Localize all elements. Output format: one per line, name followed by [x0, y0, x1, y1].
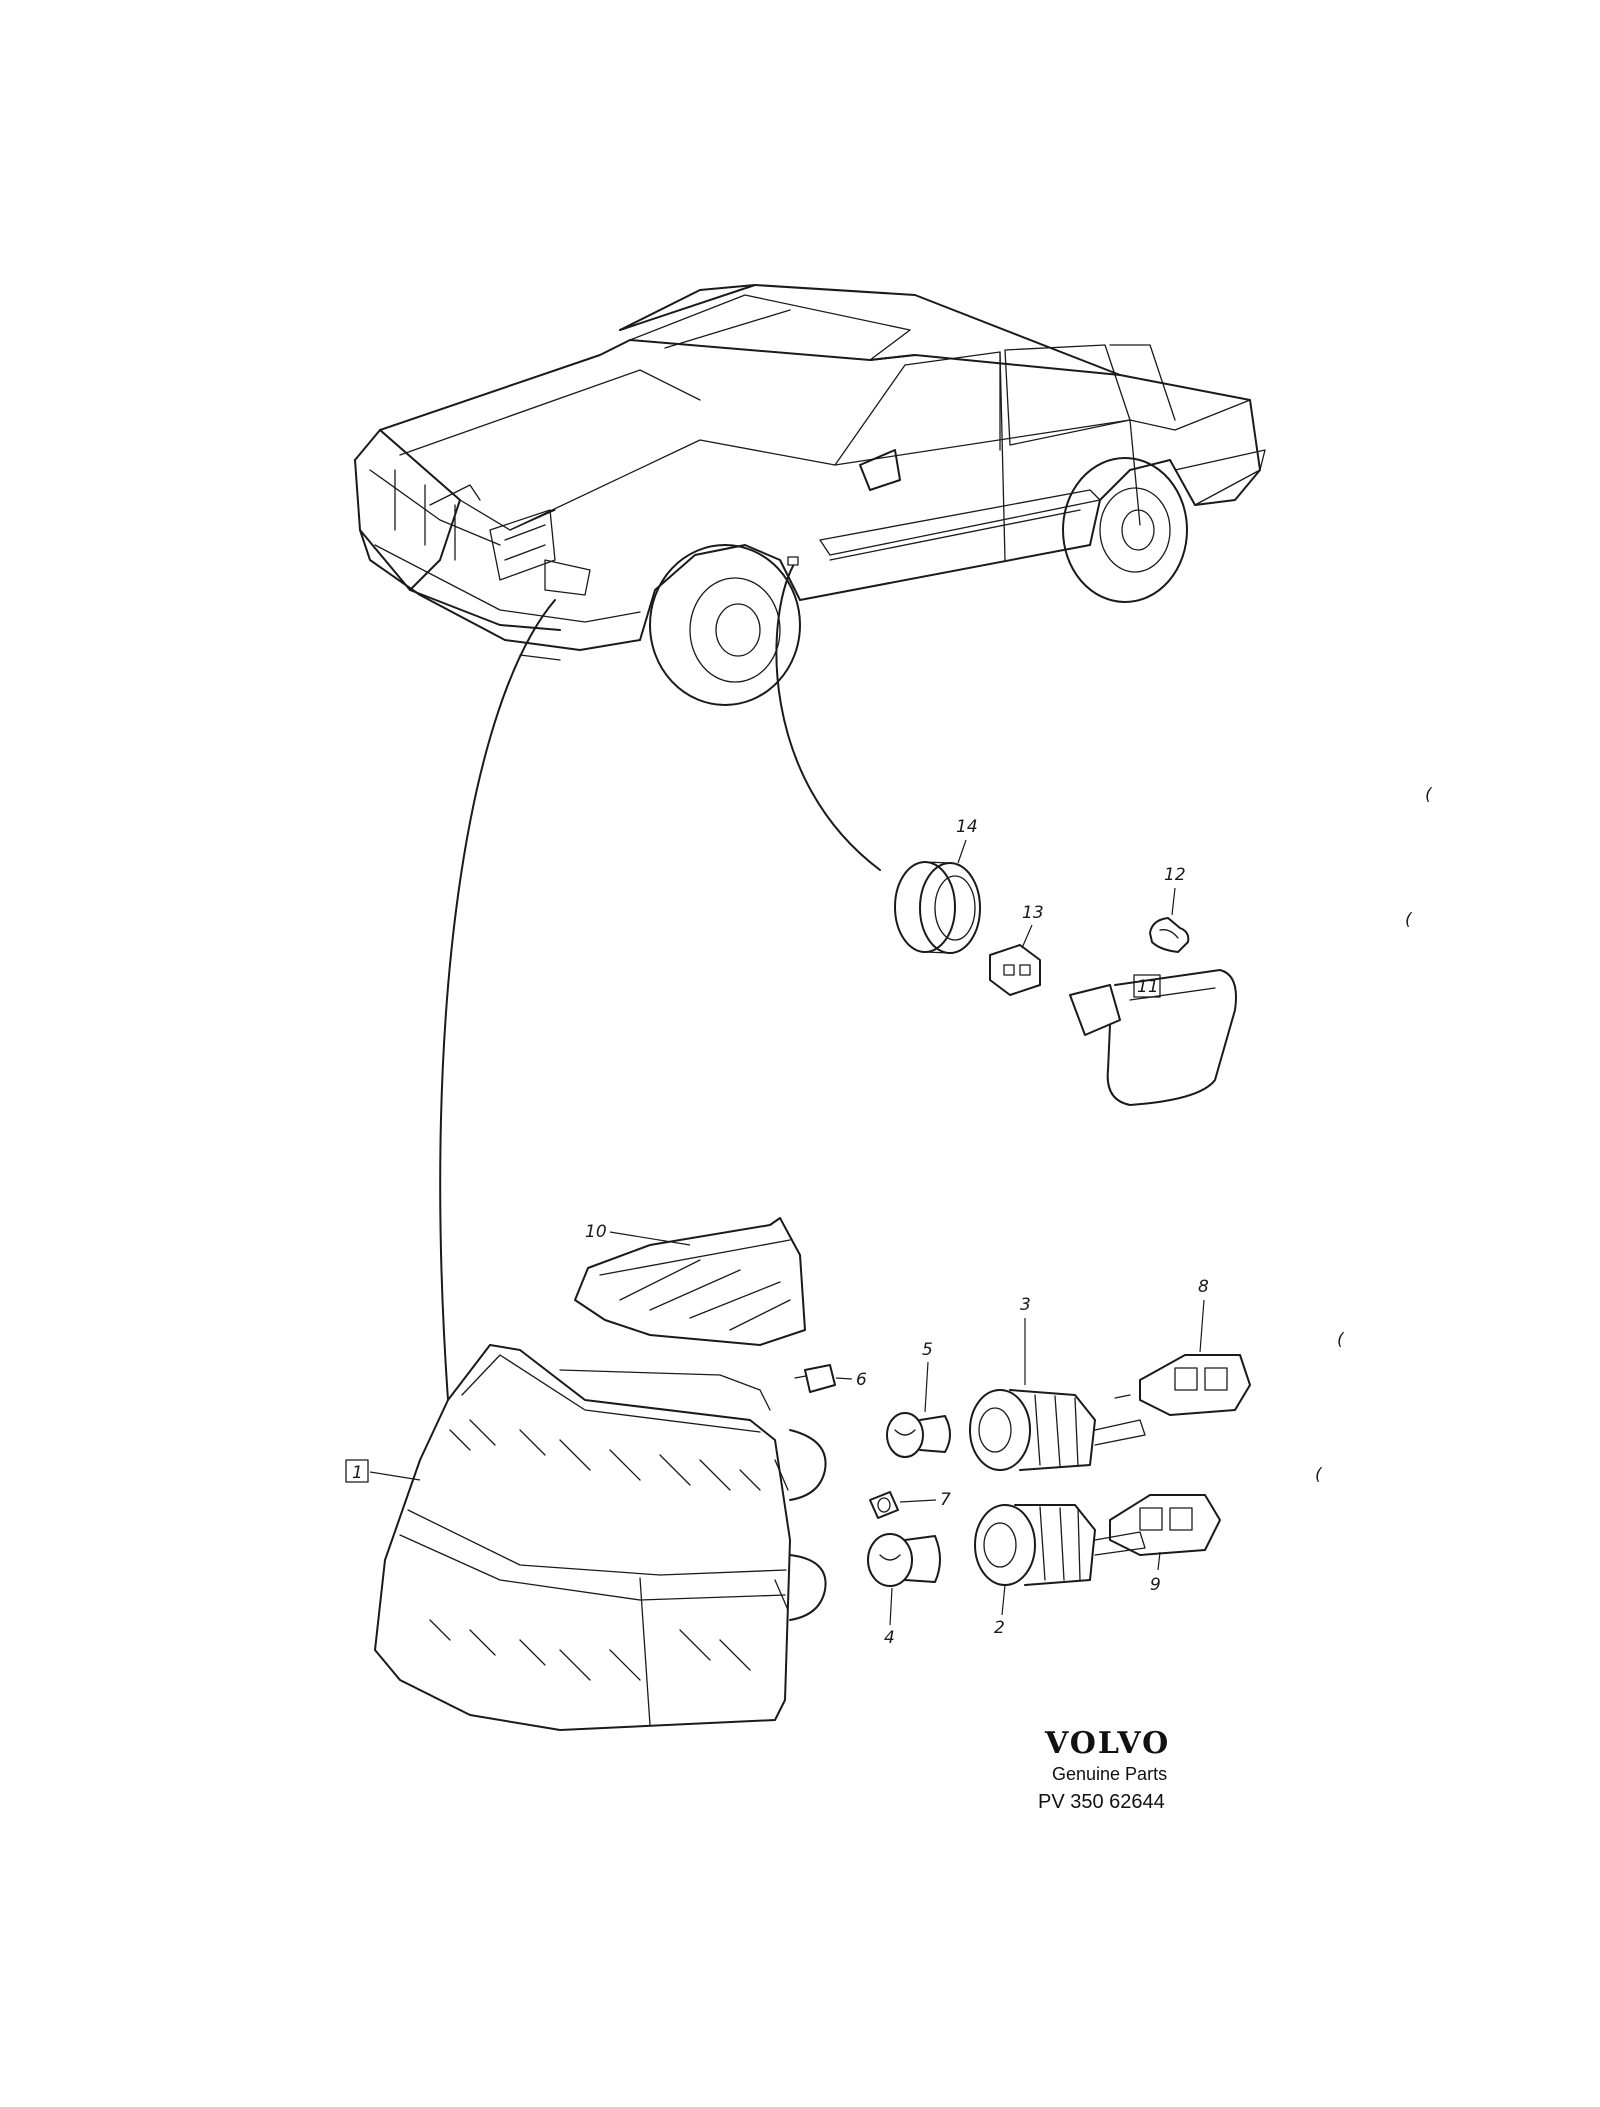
callout-11-label: 11 [1137, 977, 1159, 997]
part-4-bulb [867, 1533, 941, 1587]
part-13-socket [989, 944, 1041, 996]
callout-12: 12 [1164, 865, 1186, 916]
volvo-genuine-parts-stamp: VOLVO Genuine Parts PV 350 62644 [1038, 1726, 1170, 1813]
callout-9: 9 [1150, 1551, 1161, 1595]
callout-8: 8 [1198, 1277, 1209, 1353]
callout-10-label: 10 [585, 1222, 607, 1242]
callout-5-label: 5 [922, 1340, 933, 1360]
callout-12-label: 12 [1164, 865, 1186, 885]
tagline: Genuine Parts [1052, 1764, 1167, 1784]
callout-1-label: 1 [352, 1463, 363, 1483]
part-1-lamp-housing [374, 1344, 827, 1731]
part-14-grommet [894, 861, 981, 954]
part-code: PV 350 62644 [1038, 1791, 1165, 1813]
callout-11: 11 [1133, 974, 1161, 998]
part-8-connector [1114, 1354, 1251, 1416]
margin-mark: ( [1315, 1465, 1323, 1485]
callout-7-label: 7 [940, 1490, 951, 1510]
connector-line-marker [775, 565, 881, 871]
callout-4-label: 4 [884, 1628, 895, 1648]
margin-mark: ( [1405, 910, 1413, 930]
callout-8-label: 8 [1198, 1277, 1209, 1297]
callout-2: 2 [994, 1584, 1006, 1638]
callout-13-label: 13 [1022, 903, 1044, 923]
callout-6-label: 6 [856, 1370, 867, 1390]
callout-3-label: 3 [1020, 1295, 1031, 1315]
part-7-bulb [869, 1491, 899, 1519]
callout-3: 3 [1020, 1295, 1031, 1385]
callout-4: 4 [884, 1587, 895, 1648]
brand-logo: VOLVO [1044, 1726, 1170, 1761]
margin-mark: ( [1425, 785, 1433, 805]
callout-10: 10 [585, 1222, 691, 1246]
callout-14-label: 14 [956, 817, 978, 837]
callout-6: 6 [835, 1370, 867, 1390]
callout-9-label: 9 [1150, 1575, 1161, 1595]
callout-14: 14 [956, 817, 978, 864]
connector-line-lamp [439, 599, 556, 1401]
callout-1: 1 [345, 1459, 421, 1483]
part-10-reflector [574, 1217, 806, 1346]
part-5-bulb [886, 1412, 951, 1458]
part-6-bulb [794, 1364, 836, 1393]
callout-5: 5 [922, 1340, 933, 1413]
part-12-bulb [1149, 917, 1190, 953]
part-11-side-marker-lamp [1069, 969, 1237, 1106]
margin-mark: ( [1337, 1330, 1345, 1350]
part-9-connector [1109, 1494, 1221, 1556]
part-2-bulb-holder [974, 1504, 1146, 1586]
callout-13: 13 [1021, 903, 1044, 949]
callout-7: 7 [899, 1490, 951, 1510]
callout-2-label: 2 [994, 1618, 1005, 1638]
part-3-bulb-holder [969, 1389, 1146, 1471]
car-illustration [354, 284, 1266, 706]
